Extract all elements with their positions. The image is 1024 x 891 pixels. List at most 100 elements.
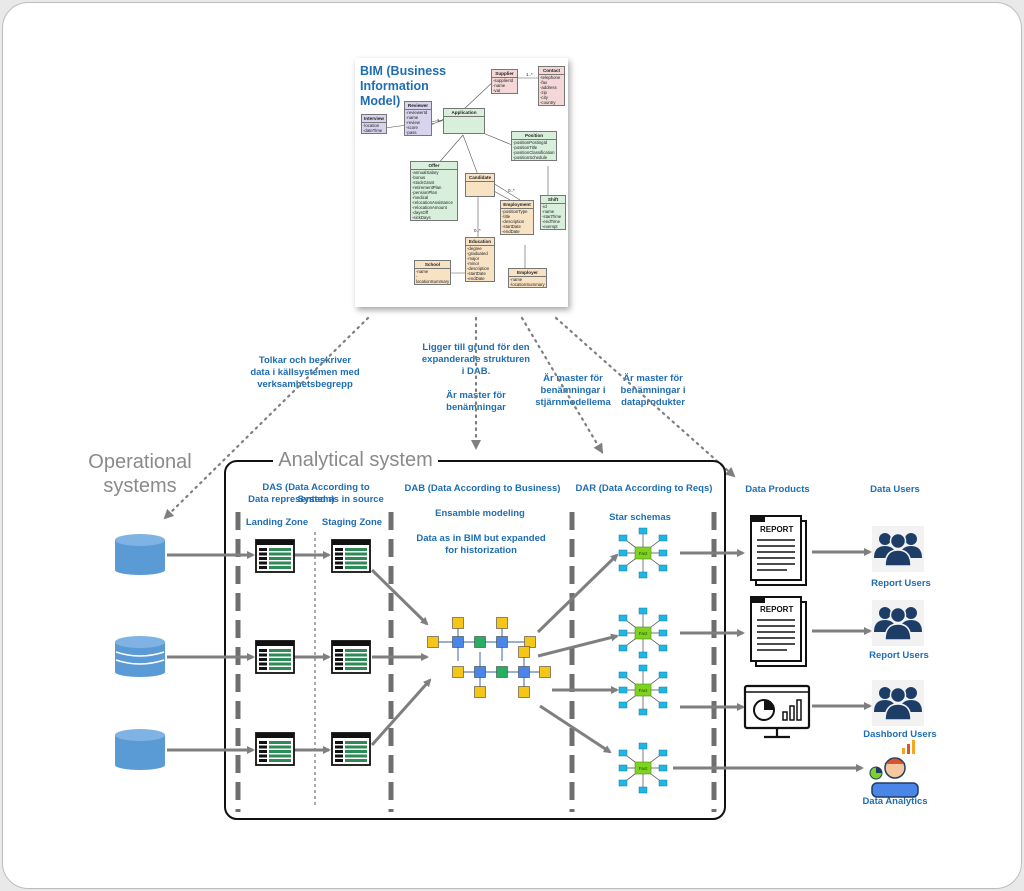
uml-class-school: School-name-locationSummary [414,260,451,285]
dimension-node [658,614,668,622]
uml-attribute: -dateTime [363,128,383,133]
data-products-label: Data Products [745,484,810,495]
fact-label: Fact [639,551,649,556]
ensemble-node [452,617,464,629]
dimension-node [658,779,668,787]
dimension-node [658,629,668,637]
ensemble-node [518,686,530,698]
uml-attribute: -score [406,125,418,130]
uml-class-name: School [415,261,450,269]
fact-label: Fact [639,766,649,771]
star-schema-icon: Fact [618,664,668,716]
uml-attribute: -annualSalary [412,170,439,175]
star-schema-icon: Fact [618,527,668,579]
table-icon [331,539,371,573]
star-schema-icon: Fact [618,607,668,659]
uml-attribute: -description [502,219,525,224]
uml-attribute: -degree [467,246,482,251]
uml-attribute: -endDate [467,276,485,281]
uml-class-shift: Shift-id-name-startTime-endTime-exempt [540,195,566,230]
uml-class-name: Supplier [492,70,517,78]
uml-attribute: -id [542,204,547,209]
uml-attribute: -positionTitle [513,145,538,150]
ensemble-node [474,666,486,678]
data-analyst-icon [869,740,919,798]
uml-class-education: Education-degree-graduated-major-minor-d… [465,237,495,282]
star-schemas-label: Star schemas [609,512,671,523]
uml-attribute: -name [542,209,555,214]
dimension-node [618,764,628,772]
dimension-node [658,749,668,757]
uml-attribute: -pensionPlan [412,190,438,195]
uml-attribute: -positionClassification [513,150,555,155]
uml-class-name: Shift [541,196,565,204]
dimension-node [618,701,628,709]
ensemble-node [524,636,536,648]
uml-class-employment: Employment-positionType-title-descriptio… [500,200,534,235]
uml-class-name: Candidate [466,174,494,182]
dimension-node [618,629,628,637]
uml-attribute: -startDate [502,224,521,229]
uml-class-contact: Contact-telephone-fax-address-zip-city-c… [538,66,565,106]
data-users-label: Data Users [870,484,920,495]
fact-node [634,626,652,640]
uml-class-position: Position-positionPostingId-positionTitle… [511,131,557,161]
uml-attribute: -retirementPlan [412,185,442,190]
report-icon: REPORT [750,596,807,667]
database-icon [115,729,165,770]
dotted-links [163,316,736,520]
fact-label: Fact [639,688,649,693]
ensemble-node [474,636,486,648]
ensemble-model-graph [427,617,551,698]
flow-arrows [167,548,872,772]
users-group-icon [872,600,924,646]
uml-class-name: Employment [501,201,533,209]
dab-title: DAB (Data According to Business) [404,483,561,494]
report-icon: REPORT [750,515,807,586]
multiplicity: 1..* [526,72,533,77]
dab-subtitle-2: Data as in BIM but expanded for historiz… [416,533,546,556]
das-subtitle: Data represented as in source [248,494,384,505]
ensemble-node [539,666,551,678]
uml-attribute: -exempt [542,224,558,229]
uml-attribute: -endDate [502,229,520,234]
uml-attribute: -name [510,277,523,282]
das-title: DAS (Data According to System) [262,482,370,505]
dimension-node [638,607,648,615]
dashboard-users-label: Dashbord Users [863,729,937,740]
dab-subtitle: Ensamble modeling [435,508,525,519]
uml-attribute: -relocationAssistance [412,200,453,205]
uml-class-name: Employer [509,269,546,277]
fact-node [634,683,652,697]
annotation-bim-products: Är master för benämningar i dataprodukte… [620,373,686,408]
dimension-node [618,614,628,622]
dimension-node [618,671,628,679]
uml-attribute: -vat [493,88,501,93]
staging-zone-label: Staging Zone [321,517,383,528]
uml-attribute: -city [540,95,548,100]
uml-attribute: -positionType [502,209,528,214]
uml-class-supplier: Supplier-supplierId-name-vat [491,69,518,94]
users-group-icon [872,526,924,572]
uml-class-candidate: Candidate [465,173,495,197]
uml-class-reviewer: Reviewer-reviewerId-name-review-score-pa… [404,101,432,136]
ensemble-node [427,636,439,648]
uml-attribute: -description [467,266,490,271]
report-label: REPORT [760,605,793,614]
uml-attribute: -sickDays [412,215,431,220]
fact-node [634,546,652,560]
uml-attribute: -location [363,123,380,128]
uml-attribute: -major [467,256,480,261]
uml-class-offer: Offer-annualSalary-bonus-stockGrant-reti… [410,161,458,221]
dimension-node [618,534,628,542]
dimension-node [618,749,628,757]
ensemble-node [518,646,530,658]
uml-attribute: -bonus [412,175,426,180]
uml-class-name: Education [466,238,494,246]
uml-attribute: -relocationAmount [412,205,447,210]
landing-zone-label: Landing Zone [245,517,309,528]
ensemble-node [518,666,530,678]
fact-label: Fact [639,631,649,636]
uml-attribute: -positionSchedule [513,155,548,160]
ensemble-node [452,666,464,678]
